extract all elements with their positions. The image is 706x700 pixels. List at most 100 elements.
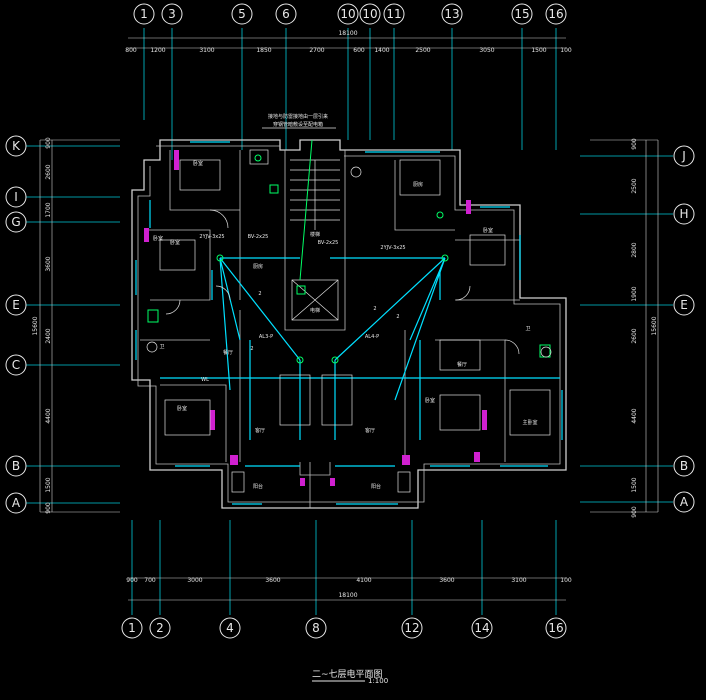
axis-label: 1 xyxy=(128,621,136,635)
dim-text: 900 xyxy=(45,137,52,149)
left-dimension-text: 15600 900 2600 1700 3600 2400 4400 1500 … xyxy=(32,137,52,514)
axis-label: A xyxy=(12,496,21,510)
axis-label: K xyxy=(12,139,21,153)
axis-label: 1 xyxy=(140,7,148,21)
axis-label: 8 xyxy=(312,621,320,635)
dim-text: 1500 xyxy=(45,477,52,492)
axis-label: 10 xyxy=(340,7,355,21)
axis-label: 14 xyxy=(474,621,489,635)
dimension-lines xyxy=(39,37,659,601)
axis-label: 15 xyxy=(514,7,529,21)
dim-text: 100 xyxy=(560,47,572,54)
bottom-dimension-text: 18100 900 700 3000 3600 4100 3600 3100 1… xyxy=(126,577,572,599)
room-label: 卫 xyxy=(525,326,530,332)
scale-text: 1:100 xyxy=(368,677,388,685)
room-label: 卧室 xyxy=(177,405,187,412)
dim-text: 3000 xyxy=(187,577,202,584)
axis-label: 6 xyxy=(282,7,290,21)
dim-overall: 15600 xyxy=(32,316,39,335)
dim-text: 1400 xyxy=(374,47,389,54)
cable-label: BV-2x25 xyxy=(318,240,339,246)
room-label: 厨房 xyxy=(413,181,423,188)
dim-text: 800 xyxy=(125,47,137,54)
cable-label: BV-2x25 xyxy=(248,234,269,240)
axis-label: H xyxy=(679,207,688,221)
room-label: 客厅 xyxy=(365,427,375,434)
annotations: 接地与防雷接地由一层引来 穿钢管暗敷设至配电箱 AL3-P AL4-P 2YJV… xyxy=(153,113,538,490)
axis-label: 16 xyxy=(548,621,563,635)
axis-label: 16 xyxy=(548,7,563,21)
dim-text: 3600 xyxy=(439,577,454,584)
dim-text: 2800 xyxy=(631,242,638,257)
room-label: 卧室 xyxy=(193,160,203,167)
axis-label: 5 xyxy=(238,7,246,21)
room-label: 卧室 xyxy=(483,227,493,234)
dim-text: 3100 xyxy=(511,577,526,584)
dim-text: 2700 xyxy=(309,47,324,54)
top-dimension-text: 18100 800 1200 3100 1850 2700 600 1400 2… xyxy=(125,30,572,54)
cable-label: 2 xyxy=(373,306,376,312)
dim-overall: 15600 xyxy=(651,316,658,335)
dim-text: 2600 xyxy=(631,328,638,343)
dim-text: 900 xyxy=(631,138,638,150)
dim-text: 3050 xyxy=(479,47,494,54)
cable-label: 2 xyxy=(396,314,399,320)
cable-label: WL xyxy=(201,377,209,383)
axis-grid-lines xyxy=(26,28,673,615)
cable-label: 2 xyxy=(258,291,261,297)
room-label: 厨房 xyxy=(253,263,263,270)
axis-label: B xyxy=(680,459,688,473)
axis-label: A xyxy=(680,495,689,509)
dim-overall: 18100 xyxy=(338,592,357,599)
top-axis-bubbles: 1 3 5 6 10 10 11 13 15 16 xyxy=(133,3,567,25)
room-label: 餐厅 xyxy=(457,361,467,368)
axis-label: J xyxy=(681,149,686,163)
axis-label: 12 xyxy=(404,621,419,635)
annotation-line-1: 接地与防雷接地由一层引来 xyxy=(268,113,328,120)
dim-text: 4400 xyxy=(45,408,52,423)
column-markers xyxy=(144,150,487,486)
dim-text: 900 xyxy=(126,577,138,584)
room-label: 阳台 xyxy=(371,483,381,490)
dim-text: 600 xyxy=(353,47,365,54)
room-label: 卧室 xyxy=(170,239,180,246)
cable-label: 2YJV-3x25 xyxy=(380,245,405,251)
room-label: 卫 xyxy=(159,344,164,350)
annotation-line-2: 穿钢管暗敷设至配电箱 xyxy=(273,121,323,128)
room-label: 餐厅 xyxy=(223,349,233,356)
dim-text: 2400 xyxy=(45,328,52,343)
axis-label: 4 xyxy=(226,621,234,635)
axis-label: C xyxy=(12,358,20,372)
dim-text: 1500 xyxy=(631,477,638,492)
building-outline xyxy=(131,139,567,509)
axis-label: 3 xyxy=(168,7,176,21)
dim-text: 1850 xyxy=(256,47,271,54)
dim-text: 4100 xyxy=(356,577,371,584)
room-label: 卧室 xyxy=(425,397,435,404)
dim-overall: 18100 xyxy=(338,30,357,37)
dim-text: 1900 xyxy=(631,286,638,301)
dim-text: 1500 xyxy=(531,47,546,54)
room-label: 电梯 xyxy=(310,307,320,314)
dim-text: 2600 xyxy=(45,164,52,179)
electrical-wiring xyxy=(147,139,560,440)
dim-text: 3600 xyxy=(45,256,52,271)
dim-text: 900 xyxy=(631,506,638,518)
right-dimension-text: 15600 900 2500 2800 1900 2600 4400 1500 … xyxy=(631,138,658,518)
axis-label: B xyxy=(12,459,20,473)
dim-text: 2500 xyxy=(415,47,430,54)
axis-label: 10 xyxy=(362,7,377,21)
bottom-axis-bubbles: 1 2 4 8 12 14 16 xyxy=(121,617,567,639)
title-text: 二~七层电平面图 xyxy=(312,668,383,680)
room-label: 阳台 xyxy=(253,483,263,490)
room-label: 客厅 xyxy=(255,427,265,434)
windows xyxy=(135,141,563,505)
axis-label: 2 xyxy=(156,621,164,635)
axis-label: E xyxy=(680,298,688,312)
furniture xyxy=(146,149,552,493)
dim-text: 100 xyxy=(560,577,572,584)
dim-text: 3100 xyxy=(199,47,214,54)
axis-label: G xyxy=(11,215,20,229)
room-label: 卧室 xyxy=(153,235,163,242)
